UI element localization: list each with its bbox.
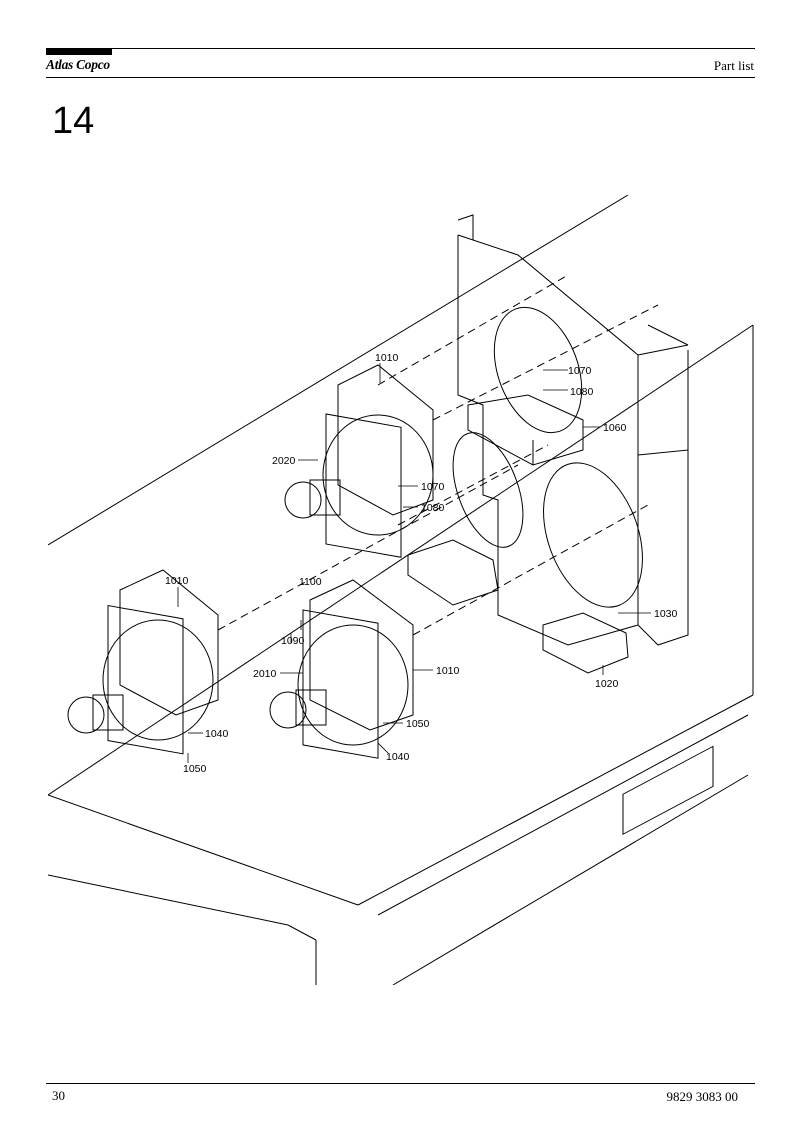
- callout-1060: 1060: [603, 422, 627, 434]
- callout-2010: 2010: [253, 668, 277, 680]
- header-rule-bottom: [46, 77, 755, 78]
- callout-1040-left: 1040: [205, 728, 229, 740]
- header-title: Part list: [713, 58, 754, 73]
- leader-lines: [177, 363, 651, 763]
- callout-1030: 1030: [654, 608, 678, 620]
- callouts: 1010 1070 1080 1060 2020 1070 1080 1010 …: [165, 352, 678, 775]
- callout-1050-left: 1050: [183, 763, 207, 775]
- page-number: 30: [52, 1088, 65, 1103]
- callout-1080-top: 1080: [570, 386, 594, 398]
- rear-panel: [452, 214, 689, 646]
- callout-1010-right: 1010: [436, 665, 460, 677]
- bracket-1060: [467, 394, 584, 466]
- fan-assembly-left: [67, 569, 219, 755]
- bracket-middle: [407, 539, 499, 606]
- callout-1090: 1090: [281, 635, 305, 647]
- header-rule-top: [112, 48, 755, 49]
- callout-1010-left: 1010: [165, 575, 189, 587]
- callout-1070-top: 1070: [568, 365, 592, 377]
- base-frame: [48, 195, 754, 985]
- assembly-lines: [217, 274, 659, 636]
- brand-logo: Atlas Copco: [46, 57, 110, 72]
- callout-1070-mid: 1070: [421, 481, 445, 493]
- document-number: 9829 3083 00: [666, 1089, 739, 1104]
- footer-rule: [46, 1083, 755, 1084]
- callout-1040-right: 1040: [386, 751, 410, 763]
- section-number: 14: [52, 100, 95, 142]
- bracket-1020: [542, 612, 629, 674]
- exploded-parts-drawing: 1010 1070 1080 1060 2020 1070 1080 1010 …: [48, 195, 754, 985]
- fan-assembly-right: [269, 579, 414, 759]
- callout-1010-top: 1010: [375, 352, 399, 364]
- callout-1100: 1100: [299, 576, 322, 588]
- callout-1080-mid: 1080: [421, 502, 445, 514]
- brand-logo-bar: [46, 48, 112, 55]
- callout-1020: 1020: [595, 678, 619, 690]
- callout-1050-right: 1050: [406, 718, 430, 730]
- callout-2020: 2020: [272, 455, 296, 467]
- fan-assembly-top: [284, 364, 434, 558]
